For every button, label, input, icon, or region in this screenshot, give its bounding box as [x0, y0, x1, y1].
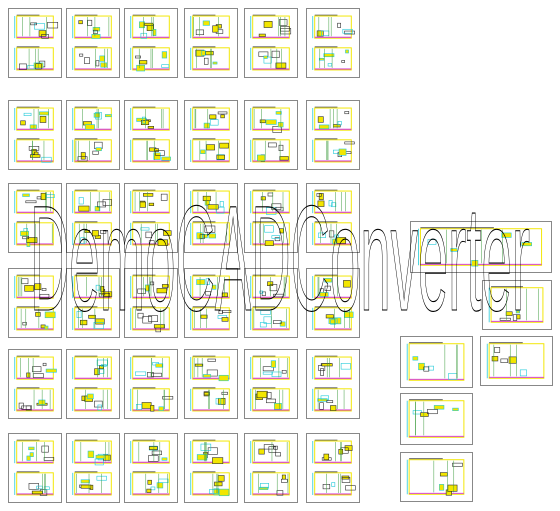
drawing-sheet: [124, 433, 178, 503]
drawing-sheet: [124, 349, 178, 419]
elevation-drawing: [312, 274, 354, 331]
elevation-drawing: [72, 189, 112, 246]
drawing-sheet: [306, 268, 360, 338]
drawing-sheet: [8, 8, 62, 78]
elevation-drawing: [406, 342, 465, 381]
elevation-drawing: [190, 106, 230, 163]
elevation-drawing: [72, 355, 112, 412]
elevation-drawing: [72, 439, 112, 496]
drawing-sheet: [306, 433, 360, 503]
drawing-sheet: [184, 268, 238, 338]
drawing-sheet: [124, 100, 178, 170]
drawing-sheet: [244, 268, 298, 338]
elevation-drawing: [486, 342, 545, 379]
drawing-sheet: [244, 433, 298, 503]
drawing-sheet: [306, 8, 360, 78]
elevation-drawing: [190, 274, 232, 331]
drawing-sheet: [8, 183, 62, 253]
elevation-drawing: [250, 439, 290, 496]
elevation-drawing: [130, 106, 171, 163]
drawing-sheet: [124, 268, 178, 338]
drawing-sheet: [244, 349, 298, 419]
elevation-drawing: [406, 458, 465, 496]
elevation-drawing: [14, 106, 54, 163]
drawing-sheet: [306, 100, 360, 170]
drawing-sheet: [8, 100, 62, 170]
elevation-drawing: [14, 439, 55, 496]
drawing-sheet: [66, 433, 120, 503]
drawing-sheet: [66, 349, 120, 419]
drawing-sheet: [306, 183, 360, 253]
drawing-sheet: [184, 349, 238, 419]
elevation-drawing: [312, 355, 352, 412]
drawing-sheet: [400, 336, 473, 388]
drawing-sheet: [8, 433, 62, 503]
elevation-drawing: [190, 439, 230, 497]
drawing-sheet: [184, 8, 238, 78]
drawing-sheet: [8, 268, 62, 338]
elevation-drawing: [190, 189, 230, 246]
drawing-sheet: [184, 433, 238, 503]
elevation-drawing: [488, 286, 544, 323]
drawing-sheet: [124, 183, 178, 253]
drawing-sheet: [244, 183, 298, 253]
elevation-drawing: [130, 14, 170, 72]
drawing-sheet: [8, 349, 62, 419]
elevation-drawing: [72, 106, 112, 163]
drawing-sheet: [184, 100, 238, 170]
elevation-drawing: [190, 355, 230, 412]
elevation-drawing: [72, 274, 113, 331]
drawing-sheet: [306, 349, 360, 419]
elevation-drawing: [130, 439, 170, 496]
drawing-sheet: [482, 280, 552, 330]
elevation-drawing: [406, 399, 465, 438]
elevation-drawing: [250, 274, 290, 331]
elevation-drawing: [130, 355, 174, 412]
elevation-drawing: [312, 106, 355, 163]
elevation-drawing: [14, 274, 56, 331]
elevation-drawing: [72, 14, 112, 71]
drawing-sheet: [400, 452, 473, 502]
drawing-sheet: [244, 8, 298, 78]
drawing-sheet: [244, 100, 298, 170]
elevation-drawing: [130, 189, 172, 246]
drawing-sheet: [480, 336, 553, 386]
drawing-sheet: [66, 183, 120, 253]
elevation-drawing: [312, 189, 352, 246]
elevation-drawing: [14, 355, 57, 412]
elevation-drawing: [190, 14, 230, 71]
elevation-drawing: [14, 14, 59, 71]
elevation-drawing: [250, 355, 290, 412]
drawing-sheet: [410, 221, 552, 273]
elevation-drawing: [130, 274, 170, 333]
elevation-drawing: [418, 227, 543, 267]
elevation-drawing: [14, 189, 55, 247]
drawing-sheet: [66, 100, 120, 170]
elevation-drawing: [250, 106, 290, 163]
elevation-drawing: [312, 439, 356, 496]
drawing-sheet: [184, 183, 238, 253]
drawing-sheet: [400, 393, 473, 445]
elevation-drawing: [250, 14, 292, 71]
elevation-drawing: [250, 189, 290, 246]
elevation-drawing: [312, 14, 355, 71]
drawing-sheet: [66, 8, 120, 78]
drawing-sheet: [66, 268, 120, 338]
drawing-sheet: [124, 8, 178, 78]
